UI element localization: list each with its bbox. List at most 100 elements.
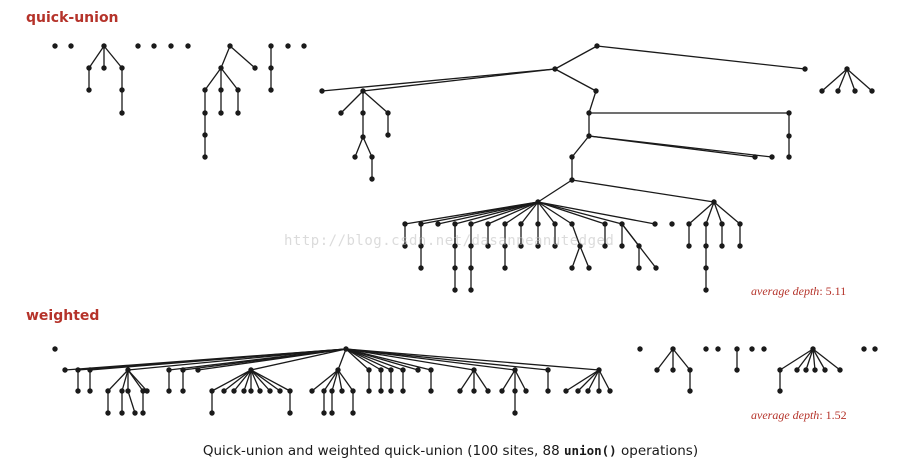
tree-edge xyxy=(250,369,261,392)
tree-node xyxy=(86,87,92,93)
tree-edge xyxy=(587,369,600,392)
tree-node xyxy=(418,243,424,249)
tree-node xyxy=(468,287,474,293)
tree-node xyxy=(452,243,458,249)
tree-node xyxy=(360,134,366,140)
tree-node xyxy=(135,43,141,49)
tree-node xyxy=(452,221,458,227)
tree-node xyxy=(366,388,372,394)
tree-edge xyxy=(672,348,691,371)
tree-node xyxy=(105,410,111,416)
tree-edge xyxy=(229,45,256,69)
tree-node xyxy=(737,243,743,249)
tree-node xyxy=(637,346,643,352)
tree-edge xyxy=(537,201,656,225)
tree-edge xyxy=(459,369,475,392)
tree-node xyxy=(360,110,366,116)
tree-edge xyxy=(846,68,873,92)
tree-node xyxy=(586,265,592,271)
tree-edge xyxy=(88,45,105,69)
tree-node xyxy=(329,388,335,394)
tree-node xyxy=(321,410,327,416)
tree-node xyxy=(119,110,125,116)
tree-edge xyxy=(345,348,404,371)
average-depth-value: : 5.11 xyxy=(819,284,847,298)
tree-edge xyxy=(705,201,715,225)
tree-node xyxy=(68,43,74,49)
tree-node xyxy=(221,388,227,394)
tree-node xyxy=(577,243,583,249)
tree-node xyxy=(761,346,767,352)
tree-node xyxy=(385,110,391,116)
tree-edge xyxy=(812,348,826,371)
tree-node xyxy=(734,367,740,373)
tree-node xyxy=(452,287,458,293)
tree-edge xyxy=(223,369,252,392)
tree-node xyxy=(400,388,406,394)
tree-node xyxy=(227,43,233,49)
tree-node xyxy=(471,367,477,373)
tree-node xyxy=(471,388,477,394)
tree-node xyxy=(786,110,792,116)
tree-node xyxy=(101,43,107,49)
tree-node xyxy=(321,388,327,394)
tree-edge xyxy=(107,369,129,392)
tree-node xyxy=(861,346,867,352)
tree-node xyxy=(619,221,625,227)
tree-node xyxy=(523,388,529,394)
quick-union-average-depth: average depth: 5.11 xyxy=(751,284,846,299)
tree-edge xyxy=(323,369,339,392)
tree-node xyxy=(144,388,150,394)
tree-node xyxy=(669,221,675,227)
tree-node xyxy=(119,410,125,416)
tree-nodes xyxy=(52,43,878,416)
tree-node xyxy=(803,367,809,373)
tree-edge xyxy=(362,90,389,114)
tree-node xyxy=(209,410,215,416)
tree-node xyxy=(268,87,274,93)
tree-node xyxy=(653,265,659,271)
tree-node xyxy=(552,66,558,72)
tree-node xyxy=(777,367,783,373)
tree-node xyxy=(343,346,349,352)
tree-node xyxy=(257,388,263,394)
tree-node xyxy=(86,65,92,71)
tree-node xyxy=(52,346,58,352)
tree-node xyxy=(125,367,131,373)
tree-node xyxy=(719,221,725,227)
tree-node xyxy=(267,388,273,394)
caption-code: union() xyxy=(564,443,617,458)
tree-node xyxy=(350,410,356,416)
tree-node xyxy=(835,88,841,94)
tree-node xyxy=(545,367,551,373)
tree-edge xyxy=(504,201,539,225)
tree-edge xyxy=(250,369,281,392)
tree-node xyxy=(366,367,372,373)
tree-node xyxy=(87,367,93,373)
tree-node xyxy=(457,388,463,394)
tree-node xyxy=(369,176,375,182)
tree-node xyxy=(319,88,325,94)
tree-node xyxy=(202,110,208,116)
tree-edge xyxy=(473,369,489,392)
tree-node xyxy=(636,243,642,249)
tree-edge xyxy=(554,45,598,70)
tree-edge xyxy=(537,201,556,225)
tree-node xyxy=(309,388,315,394)
tree-edge xyxy=(204,67,222,91)
tree-node xyxy=(654,367,660,373)
tree-node xyxy=(335,367,341,373)
average-depth-key: average depth xyxy=(751,284,820,298)
tree-node xyxy=(388,367,394,373)
tree-node xyxy=(185,43,191,49)
tree-node xyxy=(468,221,474,227)
tree-node xyxy=(737,221,743,227)
tree-edge xyxy=(554,68,597,92)
tree-node xyxy=(428,388,434,394)
tree-node xyxy=(670,346,676,352)
tree-edge xyxy=(501,369,516,392)
tree-node xyxy=(593,88,599,94)
tree-edge xyxy=(345,348,475,371)
tree-node xyxy=(235,87,241,93)
tree-node xyxy=(569,221,575,227)
